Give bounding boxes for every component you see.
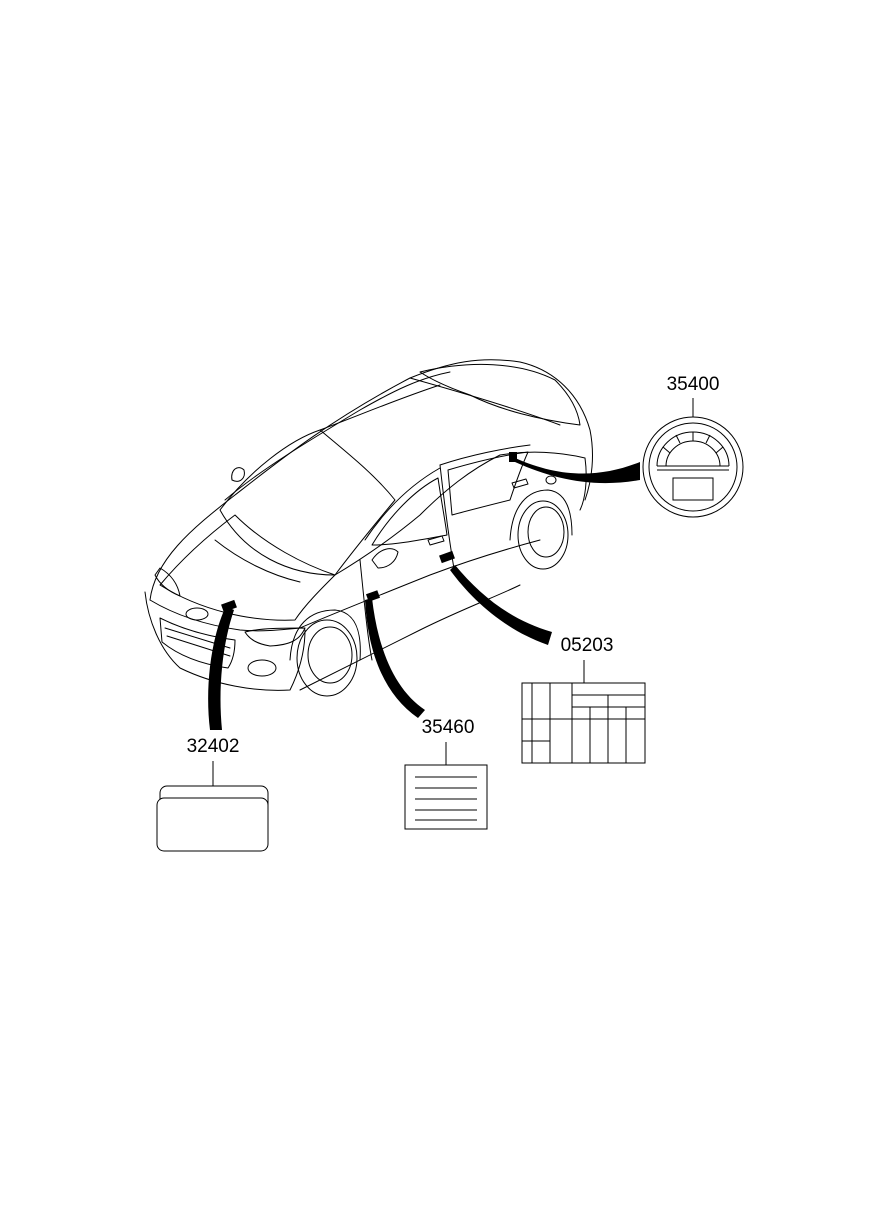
label-35460: 35460 xyxy=(404,717,488,830)
label-32402: 32402 xyxy=(156,736,269,852)
part-number-05203: 05203 xyxy=(561,635,614,656)
label-35400: 35400 xyxy=(642,374,744,518)
leader-lines xyxy=(208,452,640,730)
part-number-32402: 32402 xyxy=(187,736,240,757)
car-illustration xyxy=(144,359,593,697)
part-number-35400: 35400 xyxy=(667,374,720,395)
part-number-35460: 35460 xyxy=(422,717,475,738)
label-05203: 05203 xyxy=(521,635,646,764)
